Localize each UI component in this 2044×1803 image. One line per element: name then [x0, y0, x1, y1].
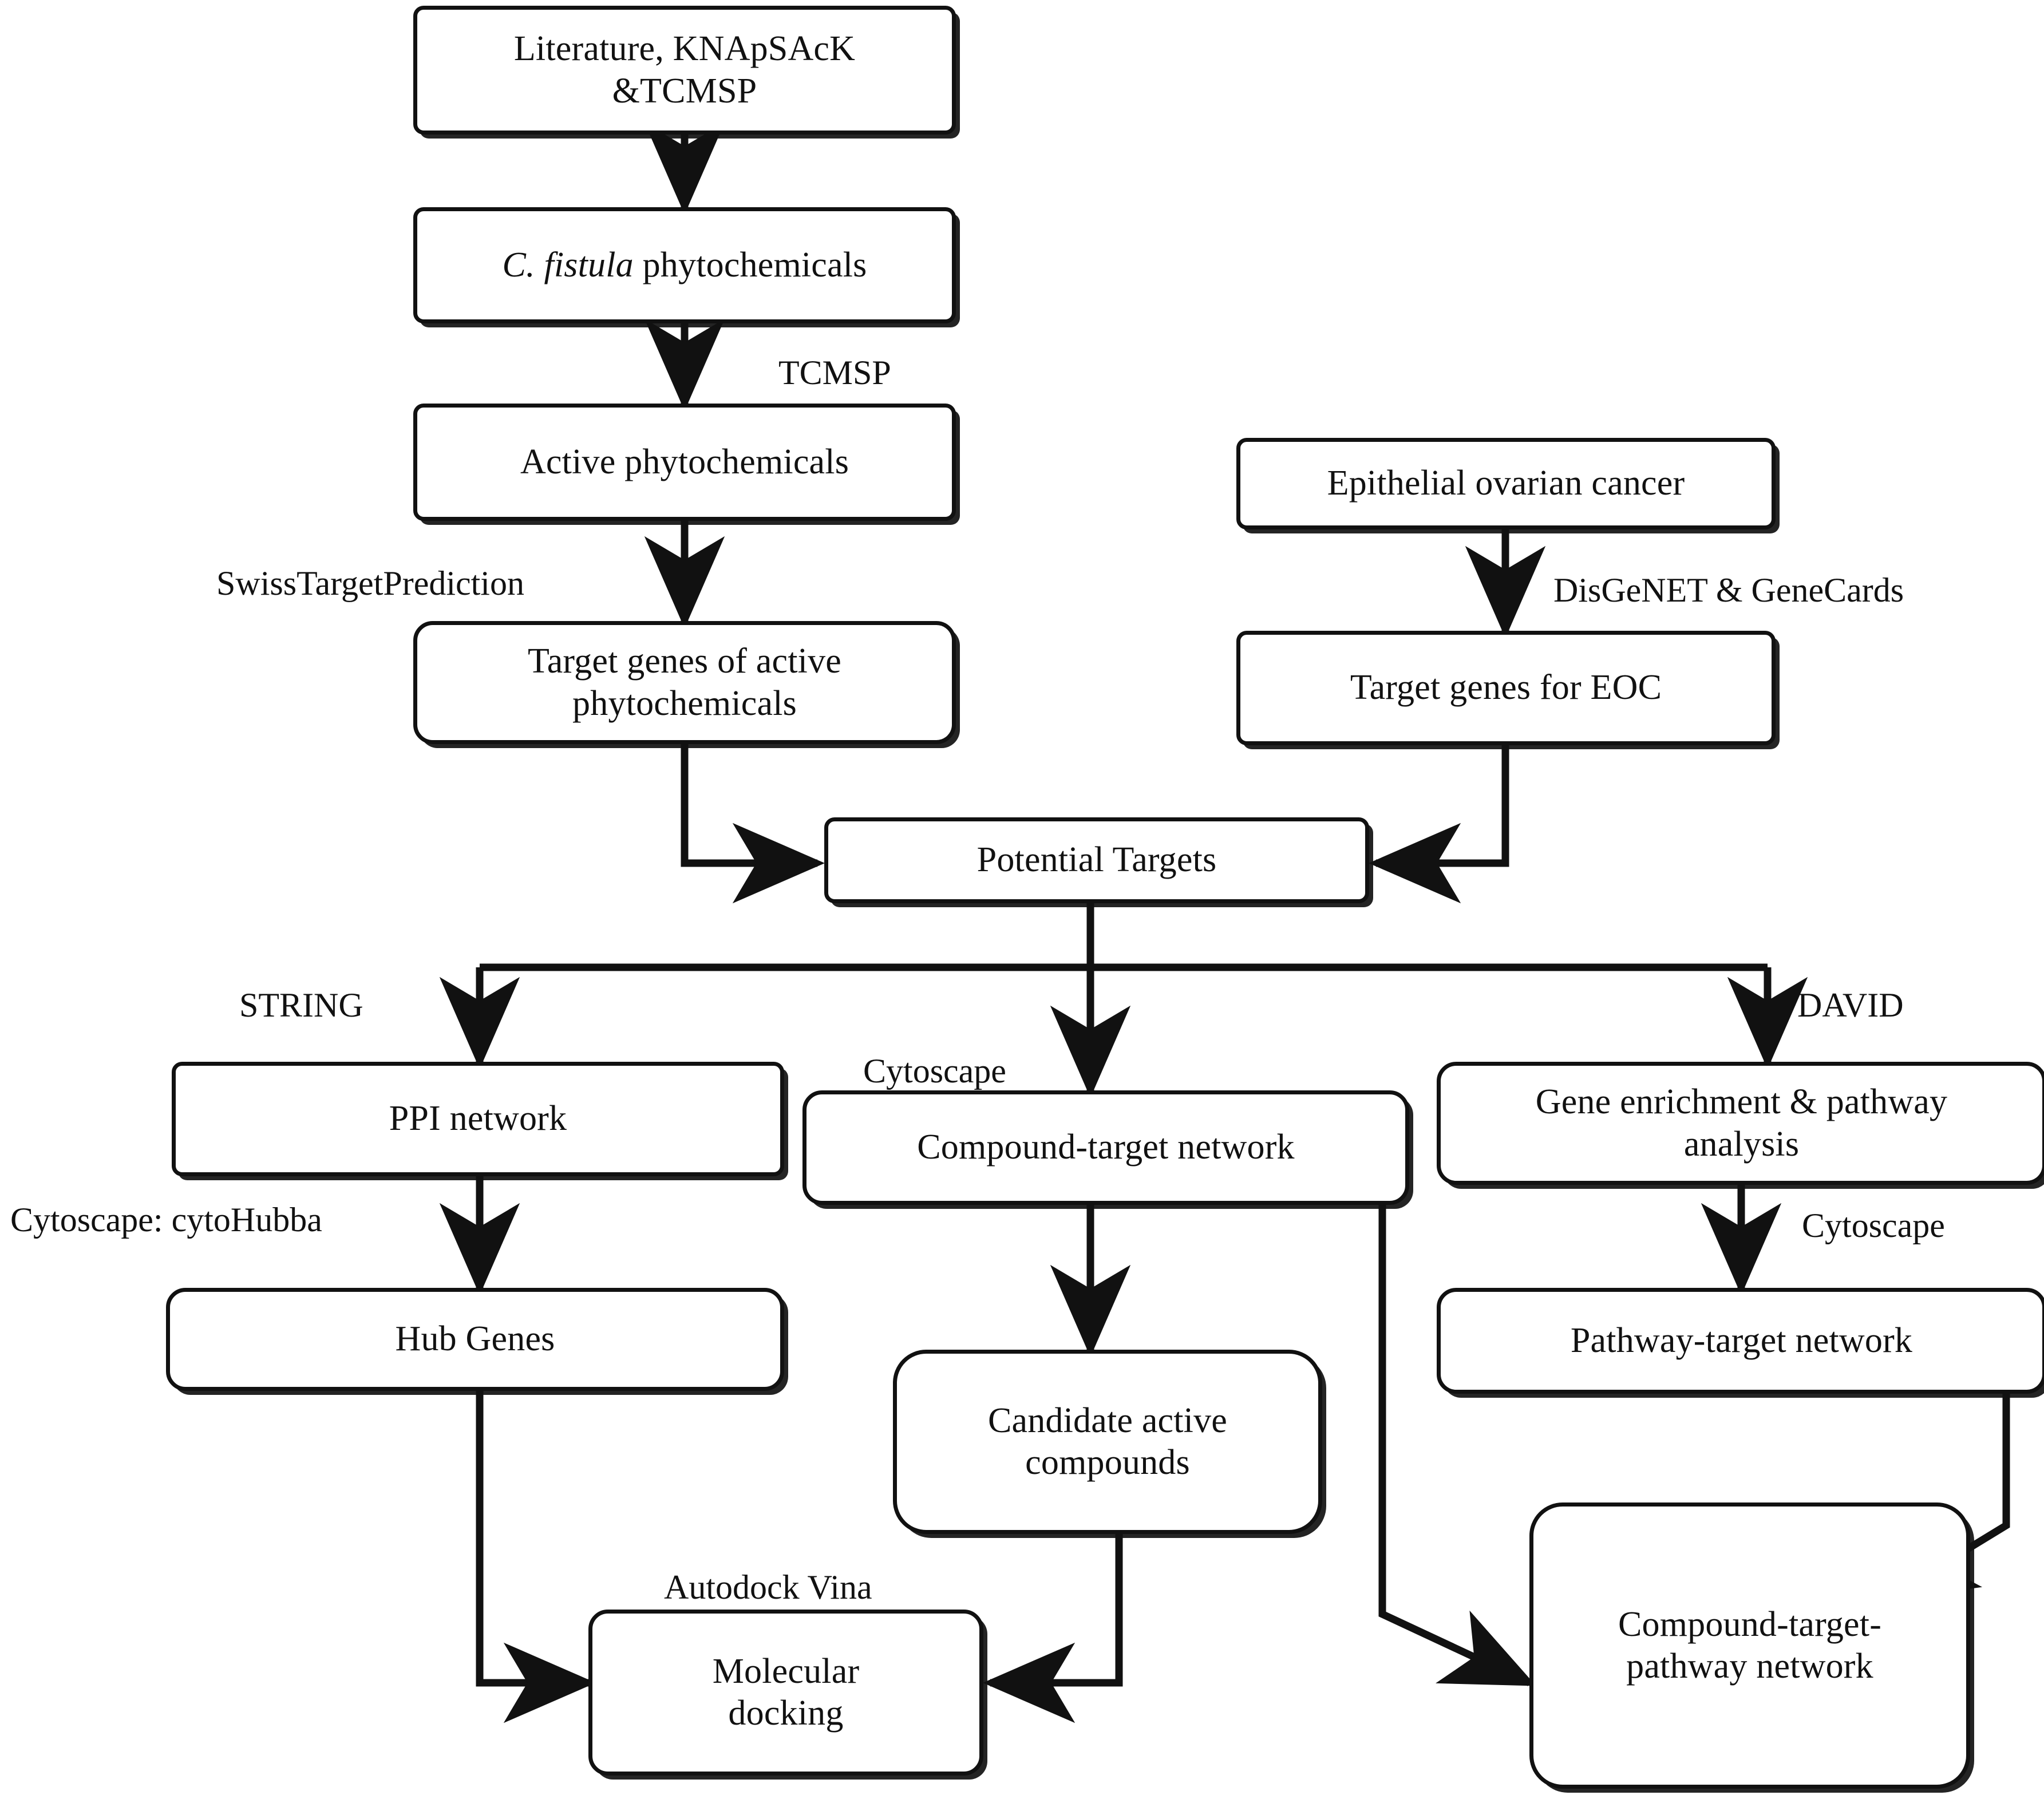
- node-pathway-target-network[interactable]: Pathway-target network: [1437, 1288, 2044, 1394]
- edge-label-swisstargetprediction: SwissTargetPrediction: [216, 564, 524, 602]
- node-compound-target-network[interactable]: Compound-target network: [802, 1090, 1409, 1205]
- node-gene-enrichment-pathway-analysis[interactable]: Gene enrichment & pathway analysis: [1437, 1062, 2044, 1185]
- edge-label-cytoscape-middle: Cytoscape: [863, 1052, 1006, 1090]
- node-potential-targets[interactable]: Potential Targets: [824, 817, 1369, 903]
- node-phytochemicals-suffix: phytochemicals: [633, 245, 867, 284]
- node-active-phytochemicals[interactable]: Active phytochemicals: [413, 404, 956, 521]
- node-compound-target-network-label: Compound-target network: [917, 1128, 1295, 1167]
- node-compound-target-pathway-network[interactable]: Compound-target- pathway network: [1529, 1503, 1970, 1789]
- node-literature-label: Literature, KNApSAcK &TCMSP: [513, 29, 856, 110]
- edge-candidate-to-docking: [982, 1534, 1123, 1723]
- species-name: C. fistula: [502, 245, 634, 284]
- node-target-genes-eoc-label: Target genes for EOC: [1350, 668, 1662, 707]
- edge-targetgeneseoc-to-potential: [1368, 745, 1509, 904]
- edge-label-disgenet-genecards: DisGeNET & GeneCards: [1553, 571, 1904, 609]
- edge-label-david: DAVID: [1797, 986, 1904, 1024]
- node-candidate-compounds-label: Candidate active compounds: [987, 1401, 1228, 1482]
- node-molecular-docking[interactable]: Molecular docking: [588, 1610, 983, 1776]
- node-hub-genes[interactable]: Hub Genes: [166, 1288, 784, 1391]
- edge-label-cytoscape-cytohubba: Cytoscape: cytoHubba: [10, 1201, 322, 1239]
- node-hub-genes-label: Hub Genes: [395, 1319, 555, 1359]
- node-molecular-docking-label: Molecular docking: [712, 1651, 860, 1733]
- node-ppi-network-label: PPI network: [389, 1099, 567, 1138]
- node-phytochemicals-label: C. fistula phytochemicals: [428, 244, 942, 286]
- edge-label-string: STRING: [239, 986, 363, 1024]
- node-candidate-active-compounds[interactable]: Candidate active compounds: [893, 1350, 1322, 1534]
- edge-hubgenes-to-docking: [476, 1339, 596, 1723]
- node-target-genes-for-eoc[interactable]: Target genes for EOC: [1236, 631, 1776, 745]
- edge-targetgenes-to-potential: [681, 744, 825, 904]
- node-literature-knapsack-tcmsp[interactable]: Literature, KNApSAcK &TCMSP: [413, 6, 956, 135]
- node-epithelial-ovarian-cancer[interactable]: Epithelial ovarian cancer: [1236, 438, 1776, 529]
- node-ppi-network[interactable]: PPI network: [172, 1062, 784, 1176]
- node-gene-enrichment-label: Gene enrichment & pathway analysis: [1535, 1082, 1948, 1164]
- node-target-genes-of-active-phytochemicals[interactable]: Target genes of active phytochemicals: [413, 621, 956, 744]
- node-compound-target-pathway-label: Compound-target- pathway network: [1618, 1604, 1882, 1686]
- edge-compoundtarget-to-ctp: [1378, 1176, 1536, 1686]
- node-pathway-target-network-label: Pathway-target network: [1570, 1320, 1913, 1360]
- node-active-phytochemicals-label: Active phytochemicals: [520, 442, 849, 481]
- node-potential-targets-label: Potential Targets: [976, 840, 1217, 880]
- edge-label-cytoscape-right: Cytoscape: [1802, 1207, 1945, 1244]
- edge-label-tcmsp: TCMSP: [778, 354, 891, 392]
- node-eoc-label: Epithelial ovarian cancer: [1327, 464, 1685, 503]
- edge-label-autodock-vina: Autodock Vina: [664, 1568, 872, 1606]
- node-target-genes-phyto-label: Target genes of active phytochemicals: [527, 642, 842, 723]
- node-c-fistula-phytochemicals[interactable]: C. fistula phytochemicals: [413, 207, 956, 323]
